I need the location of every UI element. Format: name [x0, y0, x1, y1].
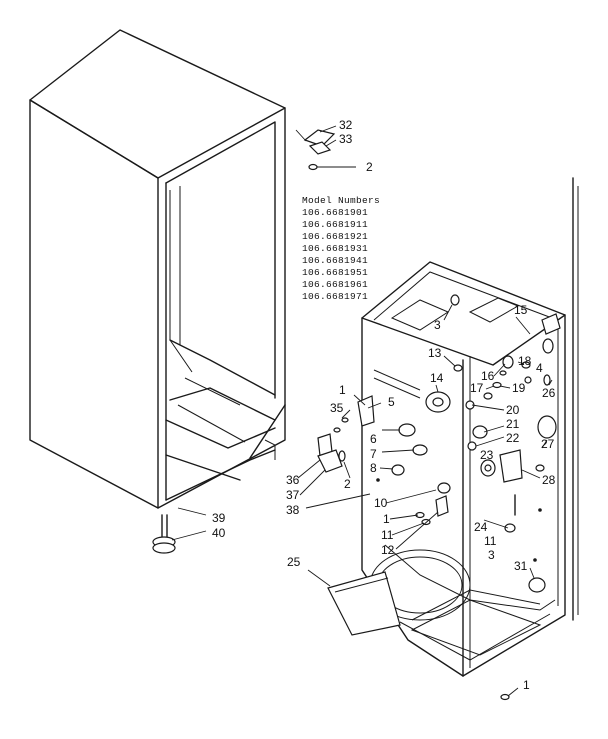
callout-27: 27 — [541, 437, 555, 451]
callout-11-right: 11 — [484, 534, 497, 548]
callout-labels: 32 33 2 3 15 13 16 18 4 1 14 35 5 17 19 … — [212, 118, 556, 692]
callout-22: 22 — [506, 431, 520, 445]
callout-5: 5 — [388, 395, 395, 409]
callout-15: 15 — [514, 303, 528, 317]
leveling-leg — [152, 514, 176, 554]
callout-3-top: 3 — [434, 318, 441, 332]
model-number: 106.6681901 — [302, 207, 368, 218]
callout-11-left: 11 — [381, 528, 394, 542]
callout-40: 40 — [212, 526, 226, 540]
model-number: 106.6681951 — [302, 267, 368, 278]
callout-19: 19 — [512, 381, 526, 395]
callout-3-lower: 3 — [488, 548, 495, 562]
callout-13: 13 — [428, 346, 442, 360]
callout-16: 16 — [481, 369, 495, 383]
callout-35: 35 — [330, 401, 344, 415]
model-number: 106.6681971 — [302, 291, 368, 302]
leader-lines — [171, 125, 553, 697]
callout-38: 38 — [286, 503, 300, 517]
callout-6: 6 — [370, 432, 377, 446]
callout-20: 20 — [506, 403, 520, 417]
callout-23: 23 — [480, 448, 494, 462]
callout-8: 8 — [370, 461, 377, 475]
callout-1-upper: 1 — [339, 383, 346, 397]
model-number: 106.6681941 — [302, 255, 368, 266]
callout-31: 31 — [514, 559, 528, 573]
callout-37: 37 — [286, 488, 300, 502]
model-numbers-heading: Model Numbers — [302, 195, 380, 206]
callout-10: 10 — [374, 496, 388, 510]
callout-4: 4 — [536, 361, 543, 375]
top-hinge-parts — [303, 129, 336, 171]
model-number: 106.6681921 — [302, 231, 368, 242]
callout-33: 33 — [339, 132, 353, 146]
callout-1-mid: 1 — [383, 512, 390, 526]
callout-24: 24 — [474, 520, 488, 534]
callout-39: 39 — [212, 511, 226, 525]
model-number: 106.6681961 — [302, 279, 368, 290]
callout-28: 28 — [542, 473, 556, 487]
callout-2-mid: 2 — [344, 477, 351, 491]
callout-1-bottom: 1 — [523, 678, 530, 692]
callout-36: 36 — [286, 473, 300, 487]
callout-2-top: 2 — [366, 160, 373, 174]
model-number: 106.6681911 — [302, 219, 368, 230]
cabinet-shell — [29, 29, 286, 509]
model-number: 106.6681931 — [302, 243, 368, 254]
model-numbers-block: Model Numbers 106.6681901 106.6681911 10… — [302, 195, 380, 302]
callout-26: 26 — [542, 386, 556, 400]
callout-17: 17 — [470, 381, 484, 395]
callout-14: 14 — [430, 371, 444, 385]
callout-18: 18 — [518, 354, 532, 368]
door-stop-parts — [317, 427, 346, 473]
small-parts — [341, 294, 561, 701]
callout-21: 21 — [506, 417, 520, 431]
callout-7: 7 — [370, 447, 377, 461]
callout-25: 25 — [287, 555, 301, 569]
drain-trough — [327, 571, 401, 636]
callout-32: 32 — [339, 118, 353, 132]
cabinet-liner — [361, 177, 579, 677]
callout-12: 12 — [381, 543, 395, 557]
